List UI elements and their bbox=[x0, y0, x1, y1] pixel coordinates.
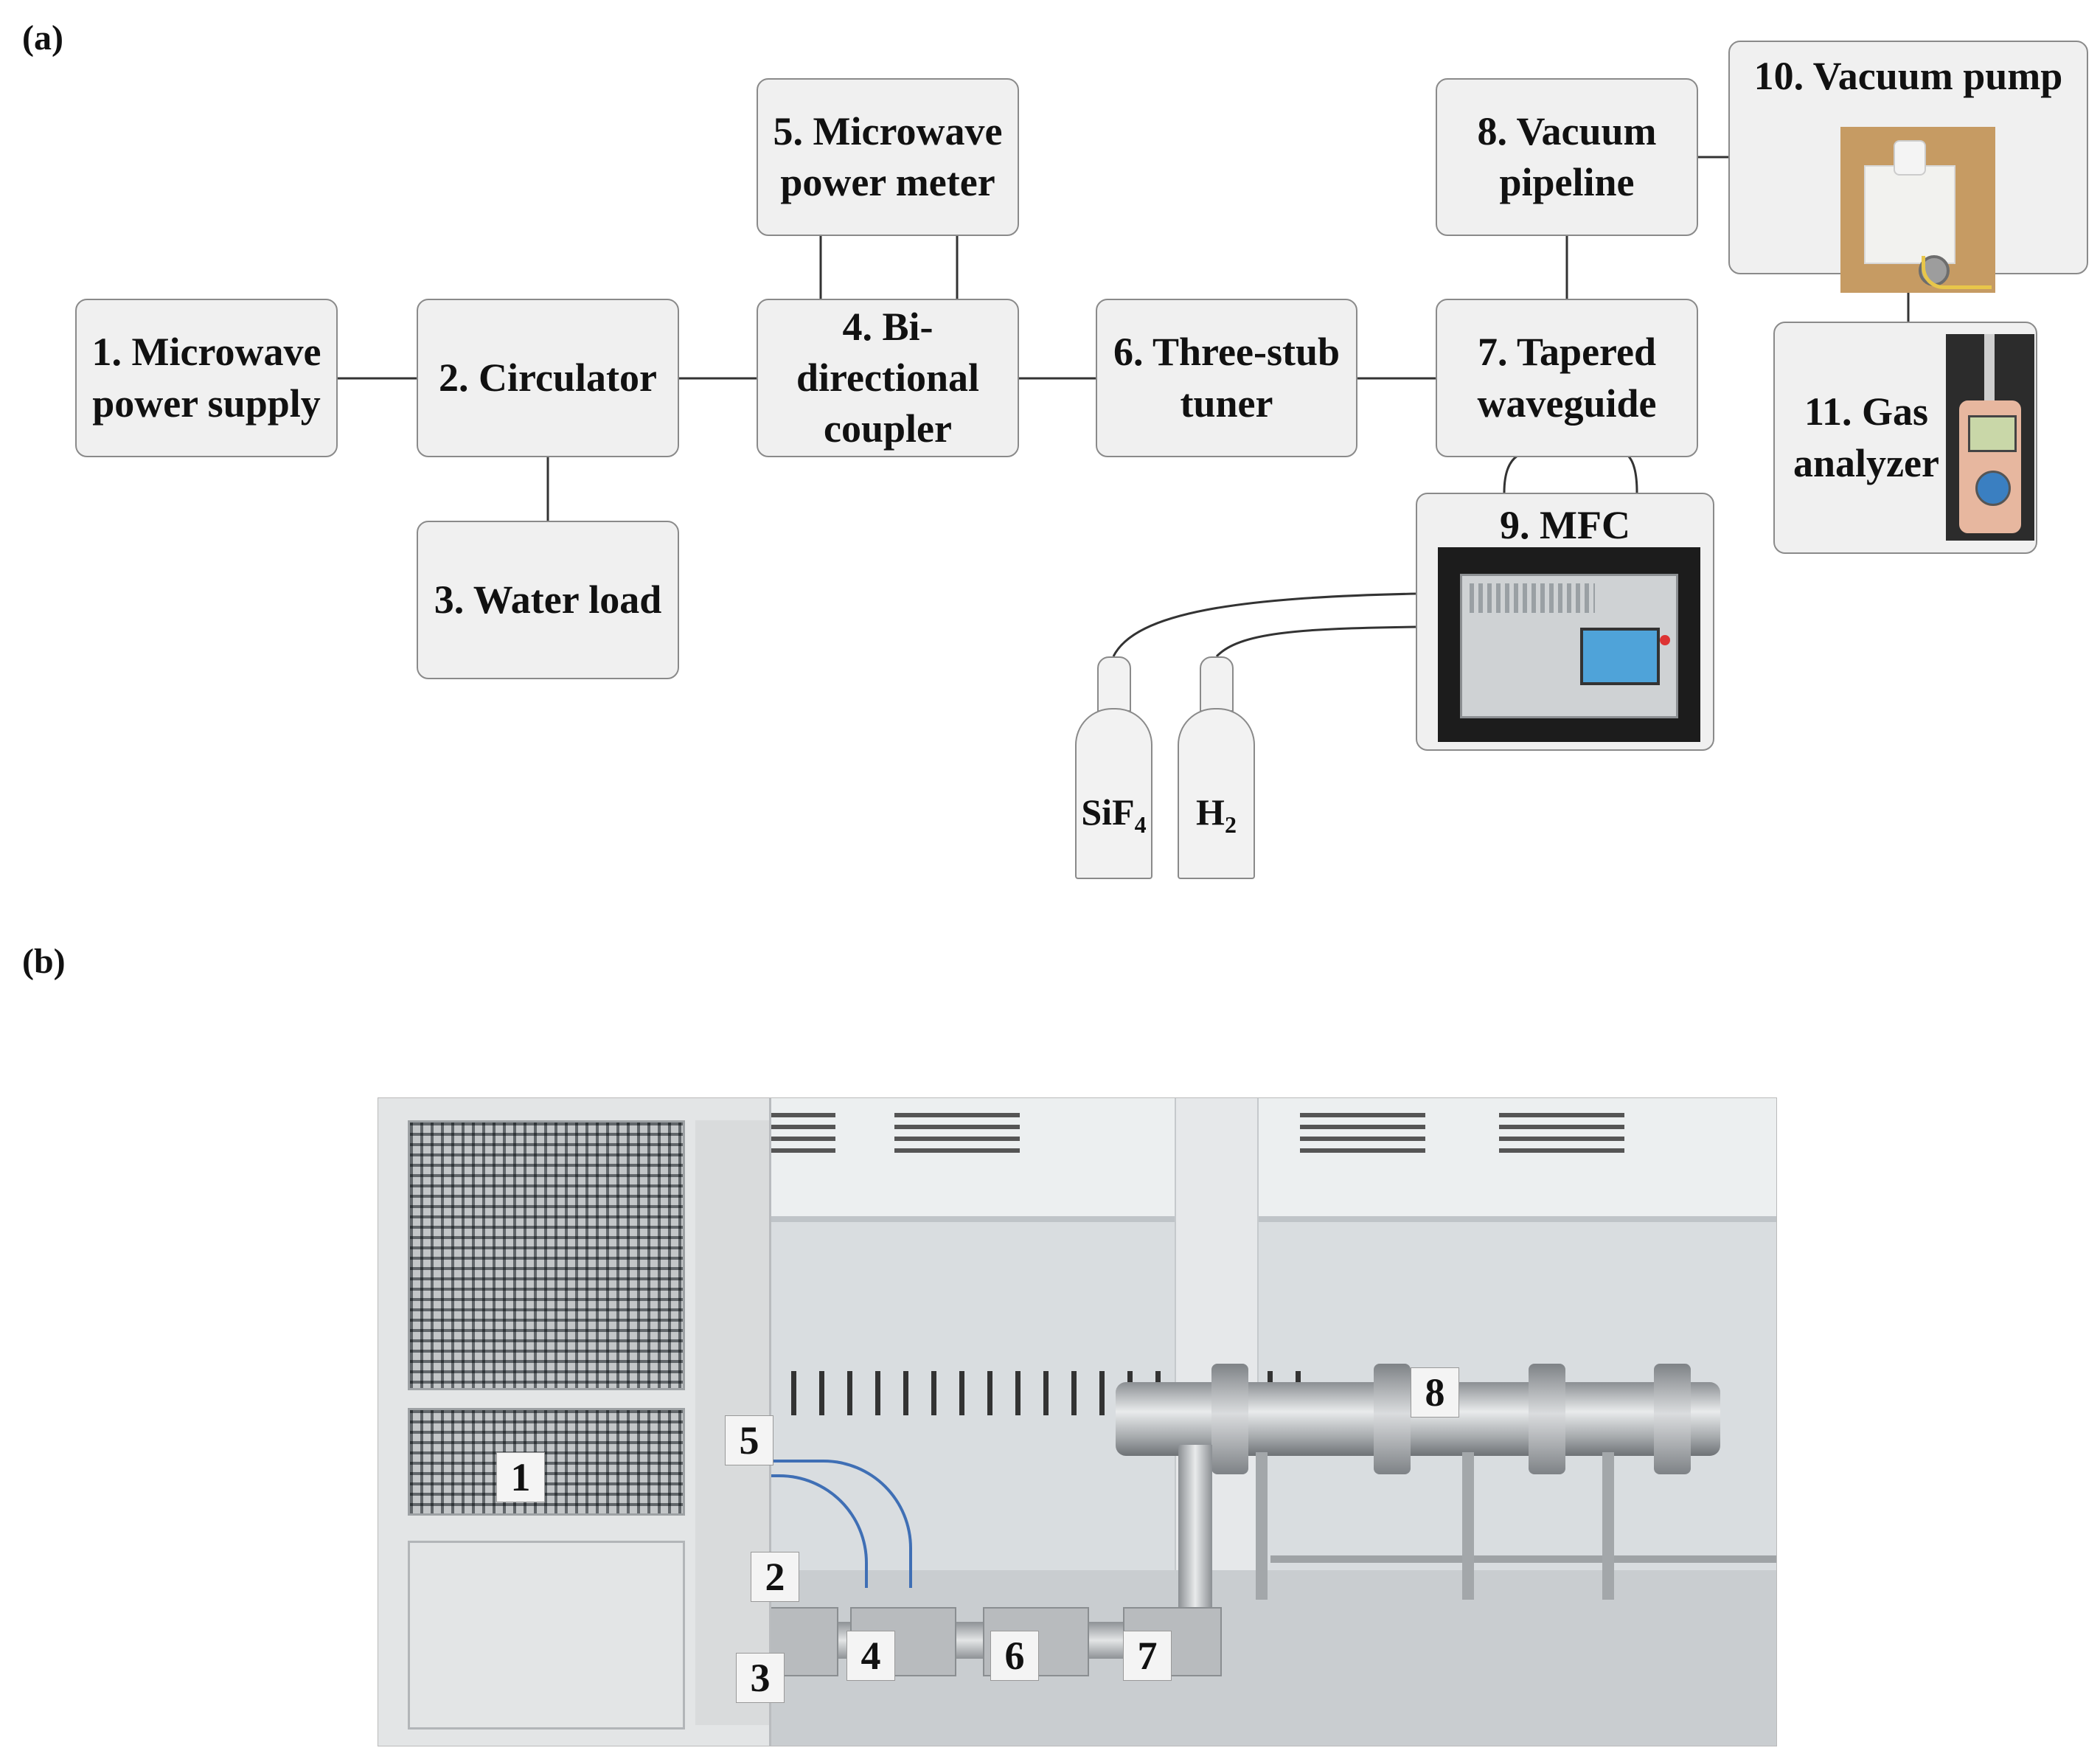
box-1-line-2: power supply bbox=[92, 381, 321, 426]
line-7-9-left bbox=[1503, 454, 1518, 493]
box-6-line-2: tuner bbox=[1180, 381, 1273, 426]
pump-tube-image bbox=[1922, 256, 1992, 289]
box-bidirectional-coupler: 4. Bi- directional coupler bbox=[757, 299, 1019, 457]
box-2-line-1: 2. Circulator bbox=[439, 355, 657, 400]
photo-tag-1: 1 bbox=[496, 1452, 545, 1502]
analyzer-screen-image bbox=[1968, 415, 2017, 452]
box-7-line-1: 7. Tapered bbox=[1477, 330, 1657, 375]
cylinder-h2-valve bbox=[1200, 656, 1234, 712]
box-7-line-2: waveguide bbox=[1477, 381, 1657, 426]
power-supply-cabinet bbox=[378, 1098, 771, 1746]
box-vacuum-pump: 10. Vacuum pump bbox=[1728, 41, 2088, 293]
mfc-photo bbox=[1438, 547, 1700, 742]
wall-vent bbox=[1300, 1113, 1425, 1157]
box-6-line-1: 6. Three-stub bbox=[1113, 330, 1341, 375]
vacuum-pump-photo bbox=[1840, 127, 1995, 293]
gas-line-h2 bbox=[1215, 625, 1416, 658]
cylinder-sif4-label: SiF4 bbox=[1081, 791, 1147, 838]
pump-knob-image bbox=[1894, 140, 1926, 176]
box-4-line-3: coupler bbox=[824, 406, 952, 451]
box-5-line-1: 5. Microwave bbox=[773, 108, 1003, 153]
pipe-stand bbox=[1462, 1452, 1474, 1600]
photo-tag-6: 6 bbox=[990, 1631, 1039, 1681]
cabinet-lower-grill bbox=[408, 1408, 685, 1516]
photo-tag-7: 7 bbox=[1123, 1631, 1172, 1681]
box-4-line-2: directional bbox=[796, 355, 979, 400]
box-9-line-1: 9. MFC bbox=[1500, 503, 1630, 547]
box-11-line-1: 11. Gas bbox=[1804, 389, 1929, 434]
pipe-flange bbox=[1654, 1364, 1691, 1474]
cabinet-upper-grill bbox=[408, 1120, 685, 1390]
pipe-stand bbox=[1256, 1452, 1268, 1600]
box-8-line-2: pipeline bbox=[1499, 160, 1635, 204]
photo-tag-2: 2 bbox=[751, 1552, 799, 1602]
analyzer-probe-image bbox=[1984, 334, 1995, 404]
box-vacuum-pipeline: 8. Vacuum pipeline bbox=[1436, 78, 1698, 236]
vertical-pipe-image bbox=[1178, 1445, 1212, 1637]
cabinet-door bbox=[408, 1541, 685, 1729]
box-11-line-2: analyzer bbox=[1793, 440, 1939, 485]
box-water-load: 3. Water load bbox=[417, 521, 679, 679]
box-three-stub-tuner: 6. Three-stub tuner bbox=[1096, 299, 1357, 457]
mfc-device-image bbox=[1460, 574, 1678, 718]
connector-lines bbox=[338, 156, 1910, 658]
cylinder-sif4: SiF4 bbox=[1075, 708, 1152, 879]
pipe-flange bbox=[1374, 1364, 1411, 1474]
box-4-line-1: 4. Bi- bbox=[842, 304, 933, 349]
wall-vent bbox=[1499, 1113, 1624, 1157]
gas-analyzer-photo bbox=[1946, 334, 2034, 541]
gas-line-sif4 bbox=[1112, 592, 1416, 657]
box-1-line-1: 1. Microwave bbox=[91, 330, 321, 375]
photo-tag-5: 5 bbox=[725, 1415, 773, 1465]
line-7-9-right bbox=[1627, 454, 1638, 493]
photo-tag-3: 3 bbox=[736, 1653, 785, 1703]
box-8-line-1: 8. Vacuum bbox=[1477, 108, 1657, 153]
steel-table bbox=[1270, 1555, 1776, 1746]
mfc-screen-image bbox=[1580, 628, 1660, 685]
pump-body-image bbox=[1864, 165, 1955, 286]
cylinder-h2-label: H2 bbox=[1196, 791, 1237, 838]
analyzer-keypad-image bbox=[1975, 471, 2011, 506]
lab-setup-photo: 1 2 3 4 5 6 7 8 bbox=[378, 1097, 1777, 1746]
photo-tag-4: 4 bbox=[846, 1631, 895, 1681]
gas-analyzer-label: 11. Gas analyzer bbox=[1793, 386, 1940, 488]
cylinder-h2: H2 bbox=[1178, 708, 1255, 879]
box-microwave-power-supply: 1. Microwave power supply bbox=[75, 299, 338, 457]
box-circulator: 2. Circulator bbox=[417, 299, 679, 457]
pipe-stand bbox=[1602, 1452, 1614, 1600]
wall-vent bbox=[894, 1113, 1020, 1157]
pipe-flange bbox=[1529, 1364, 1565, 1474]
box-5-line-2: power meter bbox=[780, 160, 995, 204]
box-gas-analyzer: 11. Gas analyzer bbox=[1773, 322, 2037, 554]
box-mfc: 9. MFC bbox=[1416, 493, 1714, 751]
photo-tag-8: 8 bbox=[1411, 1367, 1459, 1418]
panel-label-a: (a) bbox=[22, 18, 63, 58]
box-tapered-waveguide: 7. Tapered waveguide bbox=[1436, 299, 1698, 457]
box-10-line-1: 10. Vacuum pump bbox=[1753, 54, 2063, 98]
pipe-flange bbox=[1211, 1364, 1248, 1474]
mfc-vent bbox=[1470, 583, 1595, 613]
box-3-line-1: 3. Water load bbox=[434, 577, 662, 622]
mfc-button-image bbox=[1660, 635, 1670, 645]
cylinder-sif4-valve bbox=[1097, 656, 1131, 712]
box-microwave-power-meter: 5. Microwave power meter bbox=[757, 78, 1019, 236]
panel-label-b: (b) bbox=[22, 942, 66, 981]
